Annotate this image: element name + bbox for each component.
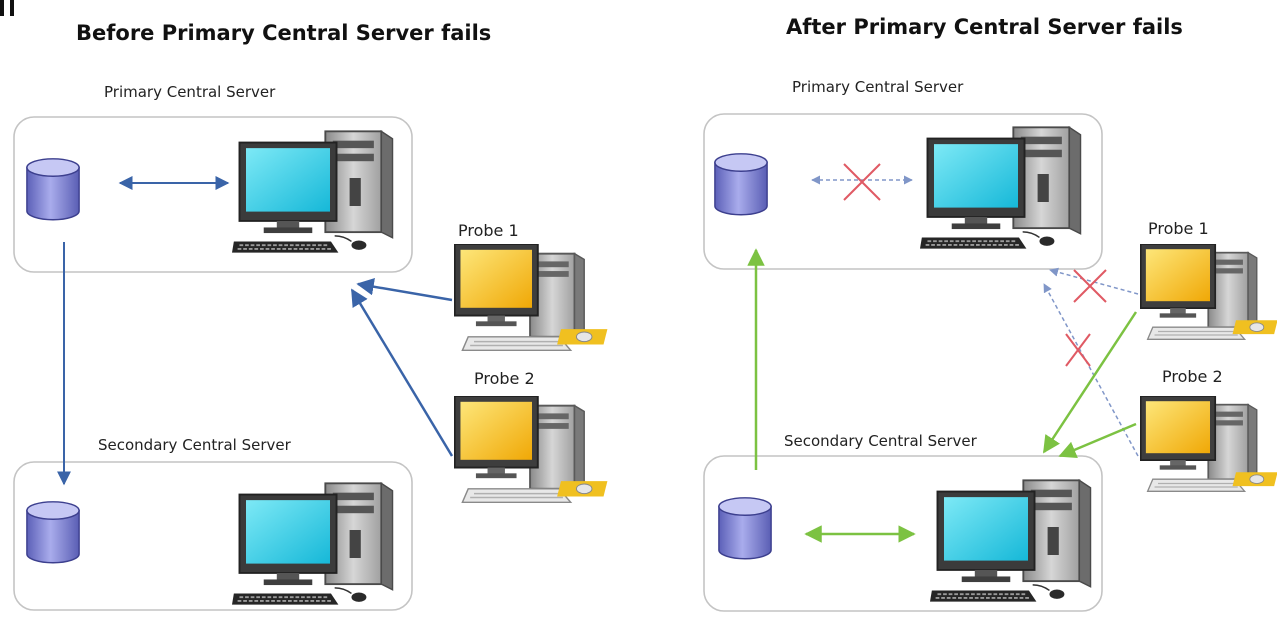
left-probe2-icon — [454, 396, 609, 504]
right-probe1-link — [1042, 311, 1138, 454]
right-probe1-icon — [1140, 244, 1277, 341]
right-primary-label: Primary Central Server — [792, 78, 964, 96]
right-secondary-database-icon — [717, 496, 773, 560]
right-secondary-label: Secondary Central Server — [784, 432, 978, 450]
corner-mark — [0, 0, 14, 16]
left-panel: Before Primary Central Server fails Prim… — [13, 21, 609, 611]
right-probe2-icon — [1140, 396, 1277, 493]
left-primary-database-icon — [25, 157, 81, 221]
left-primary-label: Primary Central Server — [104, 83, 276, 101]
right-primary-database-icon — [713, 152, 769, 216]
right-panel-title: After Primary Central Server fails — [786, 15, 1183, 39]
right-probe2-link — [1058, 422, 1137, 458]
left-secondary-label: Secondary Central Server — [98, 436, 292, 454]
right-probe1-label: Probe 1 — [1148, 219, 1209, 238]
left-probe1-label: Probe 1 — [458, 221, 519, 240]
left-probe1-icon — [454, 244, 609, 352]
right-probe2-failed-link — [1043, 283, 1139, 457]
left-secondary-database-icon — [25, 500, 81, 564]
right-probe2-label: Probe 2 — [1162, 367, 1223, 386]
left-probe1-link — [356, 278, 453, 302]
left-probe2-link — [350, 288, 454, 457]
right-panel: After Primary Central Server fails Prima… — [703, 15, 1277, 612]
fail-mark-probe2-link-icon — [1065, 333, 1091, 367]
left-probe2-label: Probe 2 — [474, 369, 535, 388]
fail-mark-primary-link-icon — [843, 163, 881, 201]
left-panel-title: Before Primary Central Server fails — [76, 21, 491, 45]
fail-mark-probe1-link-icon — [1073, 269, 1107, 303]
